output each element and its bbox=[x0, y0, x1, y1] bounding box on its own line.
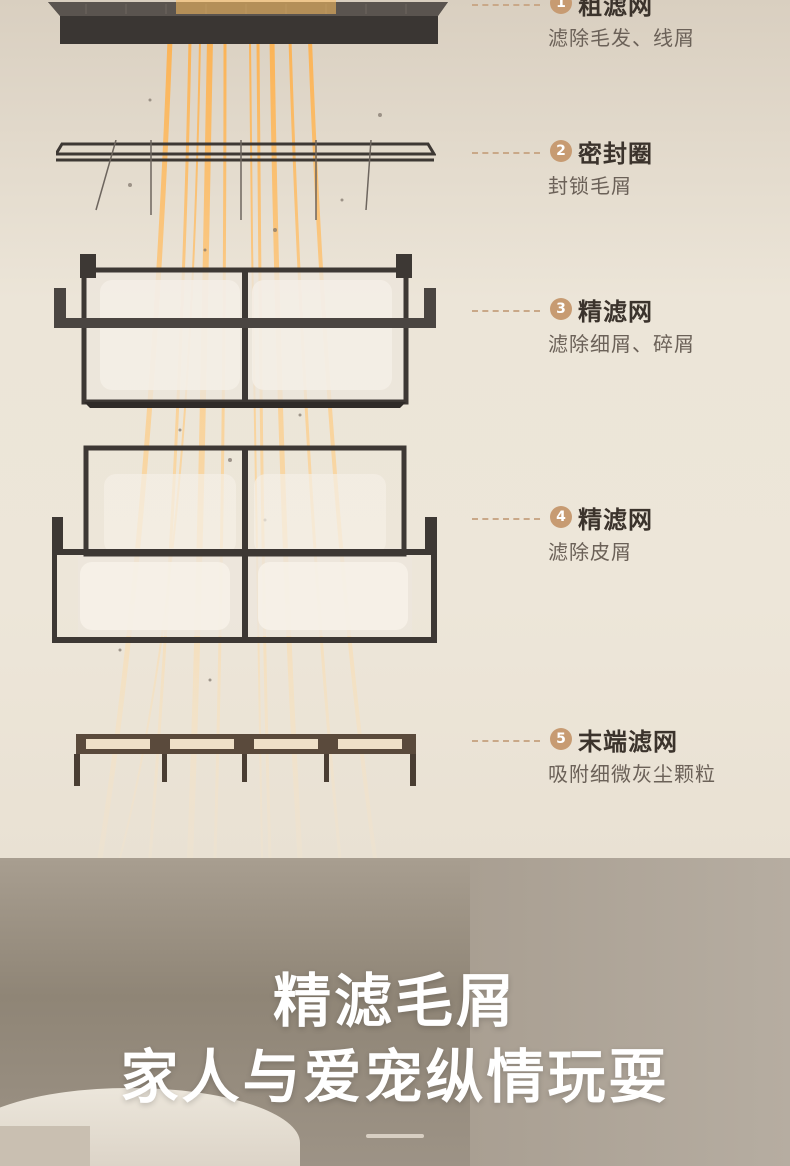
step-number-badge: 4 bbox=[550, 506, 572, 528]
step-number-badge: 3 bbox=[550, 298, 572, 320]
fine-filter-layer-2 bbox=[52, 445, 437, 643]
coarse-filter-layer bbox=[48, 0, 448, 44]
filter-labels: 1 粗滤网 滤除毛发、线屑 2 密封圈 封锁毛屑 3 精滤网 滤除细屑、碎屑 4… bbox=[470, 0, 790, 858]
carousel-indicator[interactable] bbox=[366, 1134, 424, 1138]
headline-line-2: 家人与爱宠纵情玩耍 bbox=[120, 1043, 670, 1111]
leader-line bbox=[472, 4, 540, 6]
fine-filter-layer-1 bbox=[54, 254, 436, 408]
leader-line bbox=[472, 310, 540, 312]
headline-banner: 精滤毛屑 家人与爱宠纵情玩耍 bbox=[0, 858, 790, 1166]
step-number-badge: 5 bbox=[550, 728, 572, 750]
filter-title: 精滤网 bbox=[578, 298, 653, 326]
filter-title: 精滤网 bbox=[578, 506, 653, 534]
headline-line-1: 精滤毛屑 bbox=[272, 967, 517, 1035]
step-number-badge: 2 bbox=[550, 140, 572, 162]
filter-desc: 滤除皮屑 bbox=[548, 540, 632, 564]
leader-line bbox=[472, 152, 540, 154]
end-filter-layer bbox=[74, 734, 416, 786]
filter-desc: 滤除细屑、碎屑 bbox=[548, 332, 695, 356]
filter-title: 粗滤网 bbox=[578, 0, 653, 20]
leader-line bbox=[472, 740, 540, 742]
background-furniture-base bbox=[0, 1126, 90, 1166]
filter-title: 末端滤网 bbox=[578, 728, 678, 756]
leader-line bbox=[472, 518, 540, 520]
step-number-badge: 1 bbox=[550, 0, 572, 14]
filter-desc: 滤除毛发、线屑 bbox=[548, 26, 695, 50]
background-wall bbox=[470, 858, 790, 1166]
filter-desc: 封锁毛屑 bbox=[548, 174, 632, 198]
seal-ring-layer bbox=[56, 140, 436, 220]
filter-desc: 吸附细微灰尘颗粒 bbox=[548, 762, 716, 786]
exploded-filter-diagram: 1 粗滤网 滤除毛发、线屑 2 密封圈 封锁毛屑 3 精滤网 滤除细屑、碎屑 4… bbox=[0, 0, 790, 858]
filter-title: 密封圈 bbox=[578, 140, 653, 168]
